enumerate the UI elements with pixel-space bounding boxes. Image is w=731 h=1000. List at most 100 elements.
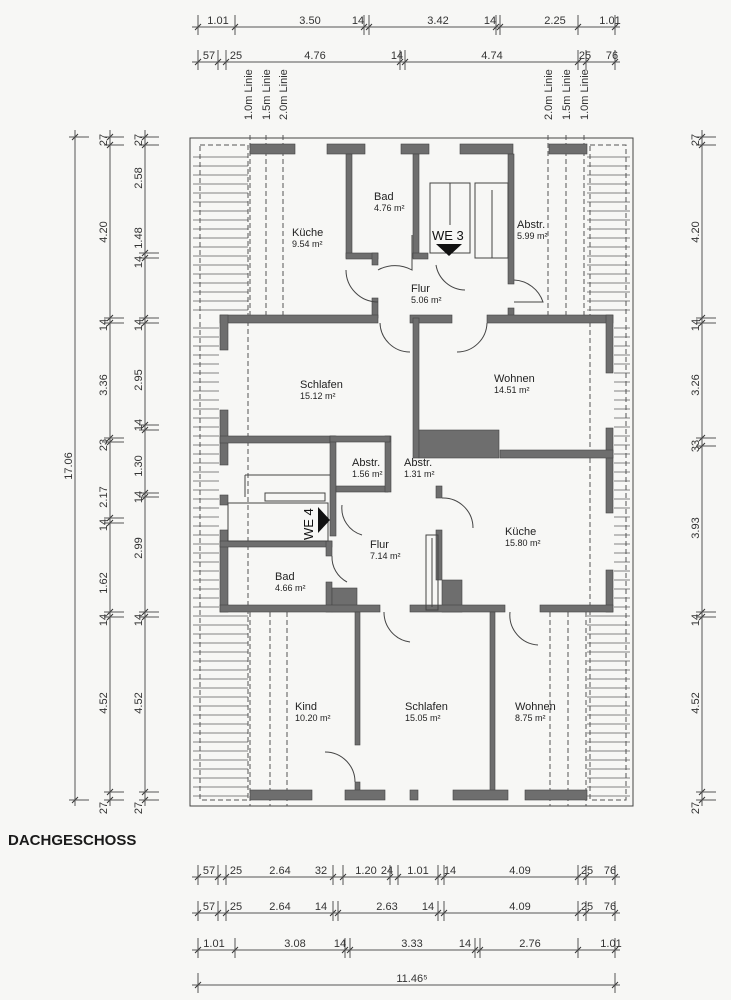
dimension-label: 14: [133, 491, 145, 503]
room-area: 15.05 m²: [405, 713, 441, 723]
dimension-label: 4.52: [690, 692, 702, 713]
dimension-label: 2.63: [376, 901, 397, 913]
dimension-label: 14: [690, 319, 702, 331]
dimension-label: 14: [444, 865, 456, 877]
walls: [219, 143, 614, 801]
dimension-label: 14: [334, 938, 346, 950]
dimension-label: 14: [133, 614, 145, 626]
room-area: 5.06 m²: [411, 295, 442, 305]
height-line-label: 1.0m Linie: [243, 69, 255, 120]
height-line-label: 2.0m Linie: [278, 69, 290, 120]
dimension-label: 14: [98, 614, 110, 626]
height-line-label: 1.5m Linie: [561, 69, 573, 120]
dimension-label: 24: [381, 865, 393, 877]
room: Abstr.5.99 m²: [517, 219, 548, 241]
dimension-label: 25: [581, 901, 593, 913]
room-area: 7.14 m²: [370, 551, 401, 561]
unit-label-we4: WE 4: [301, 508, 316, 540]
dimension-label: 4.76: [304, 50, 325, 62]
dimension-label: 11.46⁵: [396, 973, 427, 985]
room-name: Abstr.: [404, 457, 432, 469]
room-name: Küche: [292, 227, 323, 239]
height-line-label: 1.5m Linie: [261, 69, 273, 120]
dimension-label: 14: [422, 901, 434, 913]
dimension-label: 76: [604, 901, 616, 913]
dimension-label: 14: [315, 901, 327, 913]
dimension-label: 25: [581, 865, 593, 877]
dimension-label: 17.06: [63, 452, 75, 480]
room-area: 4.66 m²: [275, 583, 306, 593]
dimension-label: 1.30: [133, 455, 145, 476]
dimension-label: 2.99: [133, 537, 145, 558]
height-lines: 1.0m Linie 1.5m Linie 2.0m Linie 2.0m Li…: [243, 69, 591, 806]
dimension-label: 2.17: [98, 486, 110, 507]
room-name: Flur: [370, 539, 389, 551]
room-name: Schlafen: [405, 701, 448, 713]
dimension-label: 4.52: [98, 692, 110, 713]
dimension-label: 1.01: [407, 865, 428, 877]
dimension-label: 3.93: [690, 517, 702, 538]
dimension-label: 25: [230, 865, 242, 877]
dimension-label: 27: [690, 802, 702, 814]
room-name: Bad: [275, 571, 295, 583]
dimension-label: 27: [98, 134, 110, 146]
dimension-label: 1.01: [600, 938, 621, 950]
room-area: 15.12 m²: [300, 391, 336, 401]
dimension-label: 2.64: [269, 865, 290, 877]
dimension-label: 27: [98, 802, 110, 814]
dimension-label: 4.09: [509, 901, 530, 913]
room-area: 10.20 m²: [295, 713, 331, 723]
dimension-label: 14: [352, 15, 364, 27]
unit-label-we3: WE 3: [432, 228, 464, 243]
dimension-label: 1.01: [207, 15, 228, 27]
dimension-label: 14: [98, 319, 110, 331]
room-name: Schlafen: [300, 379, 343, 391]
dimension-label: 1.01: [203, 938, 224, 950]
dimension-label: 14: [133, 419, 145, 431]
dimension-label: 1.48: [133, 227, 145, 248]
dimension-label: 3.50: [299, 15, 320, 27]
dimension-label: 2.95: [133, 369, 145, 390]
unit-markers: WE 3 WE 4: [301, 228, 464, 540]
dimension-label: 2.25: [544, 15, 565, 27]
dimension-label: 27: [133, 802, 145, 814]
dimension-label: 14: [98, 519, 110, 531]
dimension-label: 76: [604, 865, 616, 877]
dimension-label: 2.76: [519, 938, 540, 950]
room-area: 4.76 m²: [374, 203, 405, 213]
dimension-label: 14: [690, 614, 702, 626]
dimension-label: 1.62: [98, 572, 110, 593]
dimension-label: 25: [230, 50, 242, 62]
dimension-label: 3.33: [401, 938, 422, 950]
dimension-label: 57: [203, 865, 215, 877]
room-name: Bad: [374, 191, 394, 203]
dimension-label: 2.58: [133, 167, 145, 188]
roof-outline: [189, 137, 634, 807]
dimension-label: 27: [133, 134, 145, 146]
dimension-label: 57: [203, 901, 215, 913]
entrance-arrow-icon: [318, 507, 330, 533]
dimension-label: 76: [606, 50, 618, 62]
dimension-label: 27: [690, 134, 702, 146]
room-area: 1.31 m²: [404, 469, 435, 479]
room-name: Abstr.: [517, 219, 545, 231]
dimension-label: 33: [690, 440, 702, 452]
dimension-label: 14: [391, 50, 403, 62]
room-area: 1.56 m²: [352, 469, 383, 479]
entrance-arrow-icon: [436, 244, 462, 256]
dimension-label: 32: [315, 865, 327, 877]
room-area: 5.99 m²: [517, 231, 548, 241]
room-name: Abstr.: [352, 457, 380, 469]
